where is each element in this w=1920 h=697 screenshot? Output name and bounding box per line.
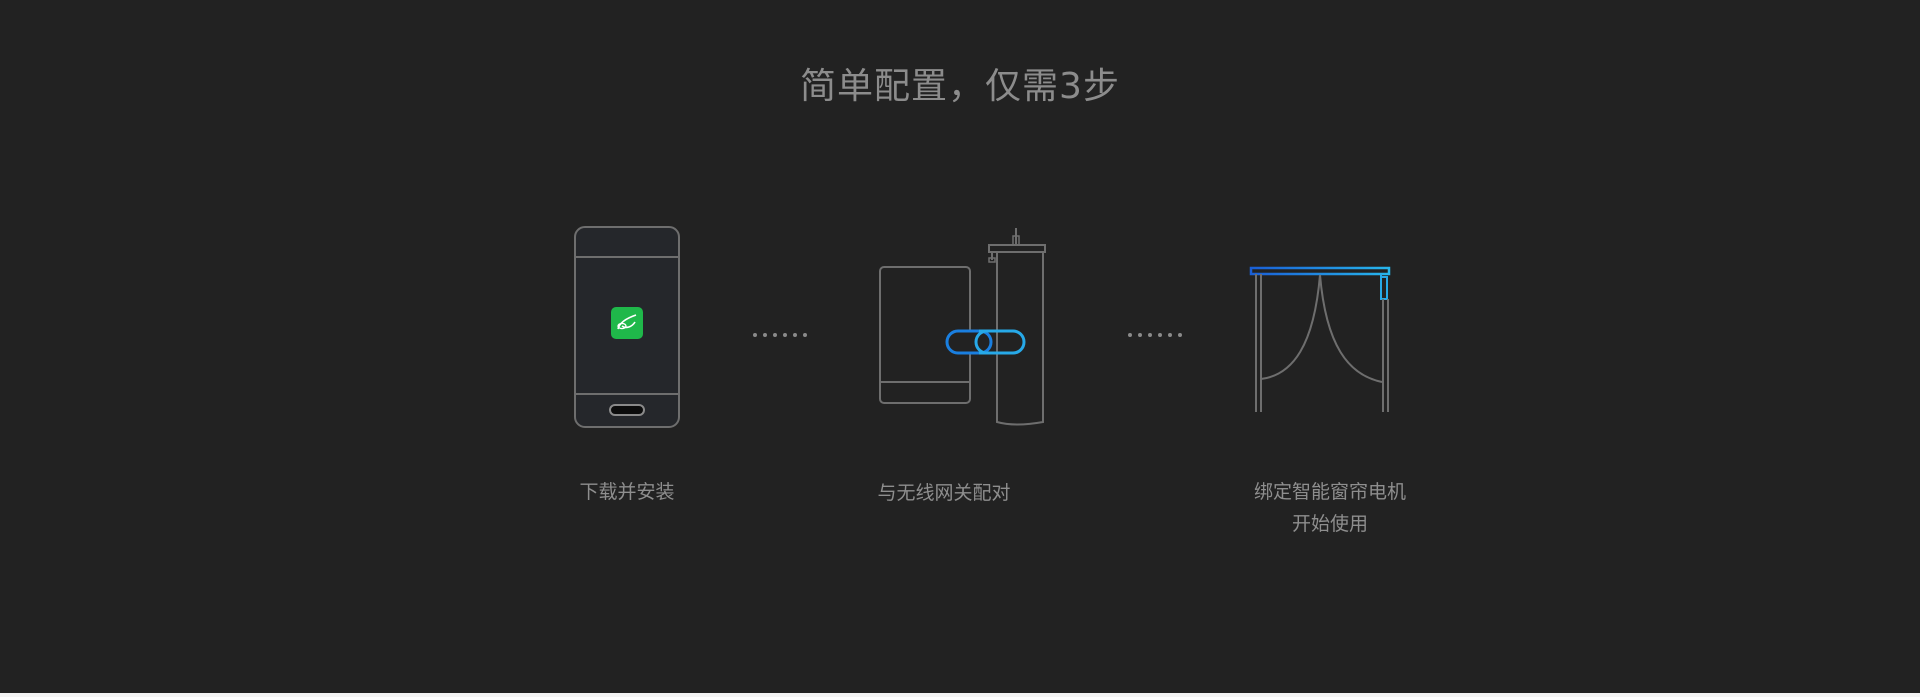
bottom-divider bbox=[0, 693, 1920, 697]
app-icon bbox=[611, 307, 643, 339]
page-title: 简单配置，仅需3步 bbox=[800, 66, 1120, 107]
curtain-motor-icon bbox=[1249, 266, 1391, 412]
dots-separator bbox=[1128, 333, 1182, 337]
link-icon bbox=[945, 329, 1026, 355]
step-label: 与无线网关配对 bbox=[877, 482, 1011, 504]
step-label: 绑定智能窗帘电机 开始使用 bbox=[1253, 481, 1406, 535]
step-label: 下载并安装 bbox=[579, 481, 675, 503]
gateway-link-icon bbox=[879, 228, 1046, 426]
phone-app-icon bbox=[574, 226, 680, 428]
dots-separator bbox=[753, 333, 807, 337]
